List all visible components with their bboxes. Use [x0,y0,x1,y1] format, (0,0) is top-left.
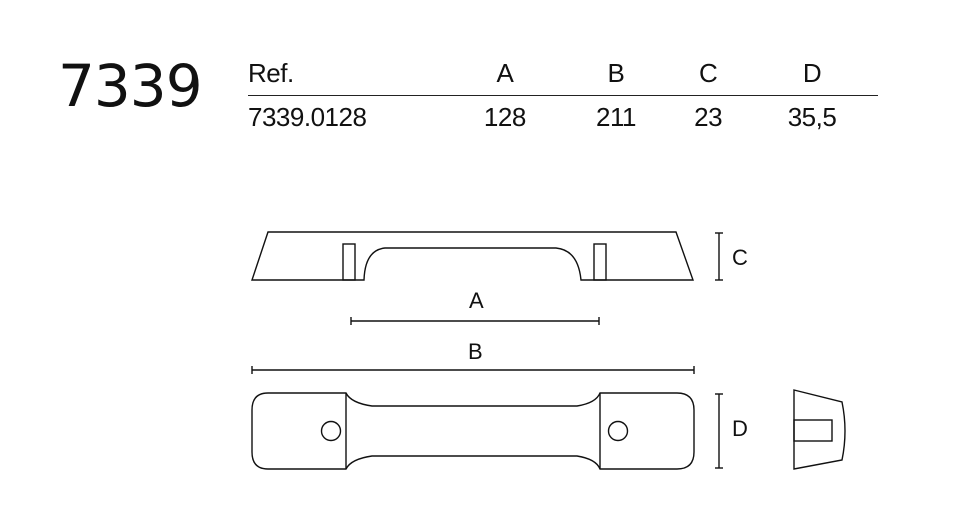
side-view-right-slot [593,243,607,281]
cell-b: 211 [595,102,636,132]
side-view-left-slot [342,243,356,281]
header-b: B [607,58,625,88]
top-view-outline [251,392,695,470]
header-c: C [698,58,718,88]
cell-c: 23 [694,102,723,132]
side-view [251,231,694,281]
dimension-d [715,393,723,469]
side-view-outline [251,231,694,281]
spec-table: Ref. A B C D 7339.0128 128 211 23 35,5 [248,58,878,133]
header-ref: Ref. [248,58,294,88]
cell-ref: 7339.0128 [248,102,367,132]
left-screw-hole [320,420,342,442]
right-screw-hole [607,420,629,442]
table-row: 7339.0128 128 211 23 35,5 [248,96,878,134]
cell-a: 128 [483,102,526,132]
header-a: A [496,58,514,88]
end-view-slot [793,419,833,442]
top-view [251,392,695,470]
dimension-c-label: C [732,245,748,270]
table-header-row: Ref. A B C D [248,58,878,96]
dimension-b [251,366,695,374]
dimension-d-label: D [732,416,748,441]
model-number: 7339 [58,52,203,120]
dimension-b-label: B [468,339,483,364]
header-d: D [802,58,822,88]
dimension-a [350,317,600,325]
end-view [793,389,846,470]
dimension-a-label: A [469,288,484,313]
cell-d: 35,5 [787,102,837,132]
dimension-c [715,232,723,281]
end-view-outline [793,389,846,470]
